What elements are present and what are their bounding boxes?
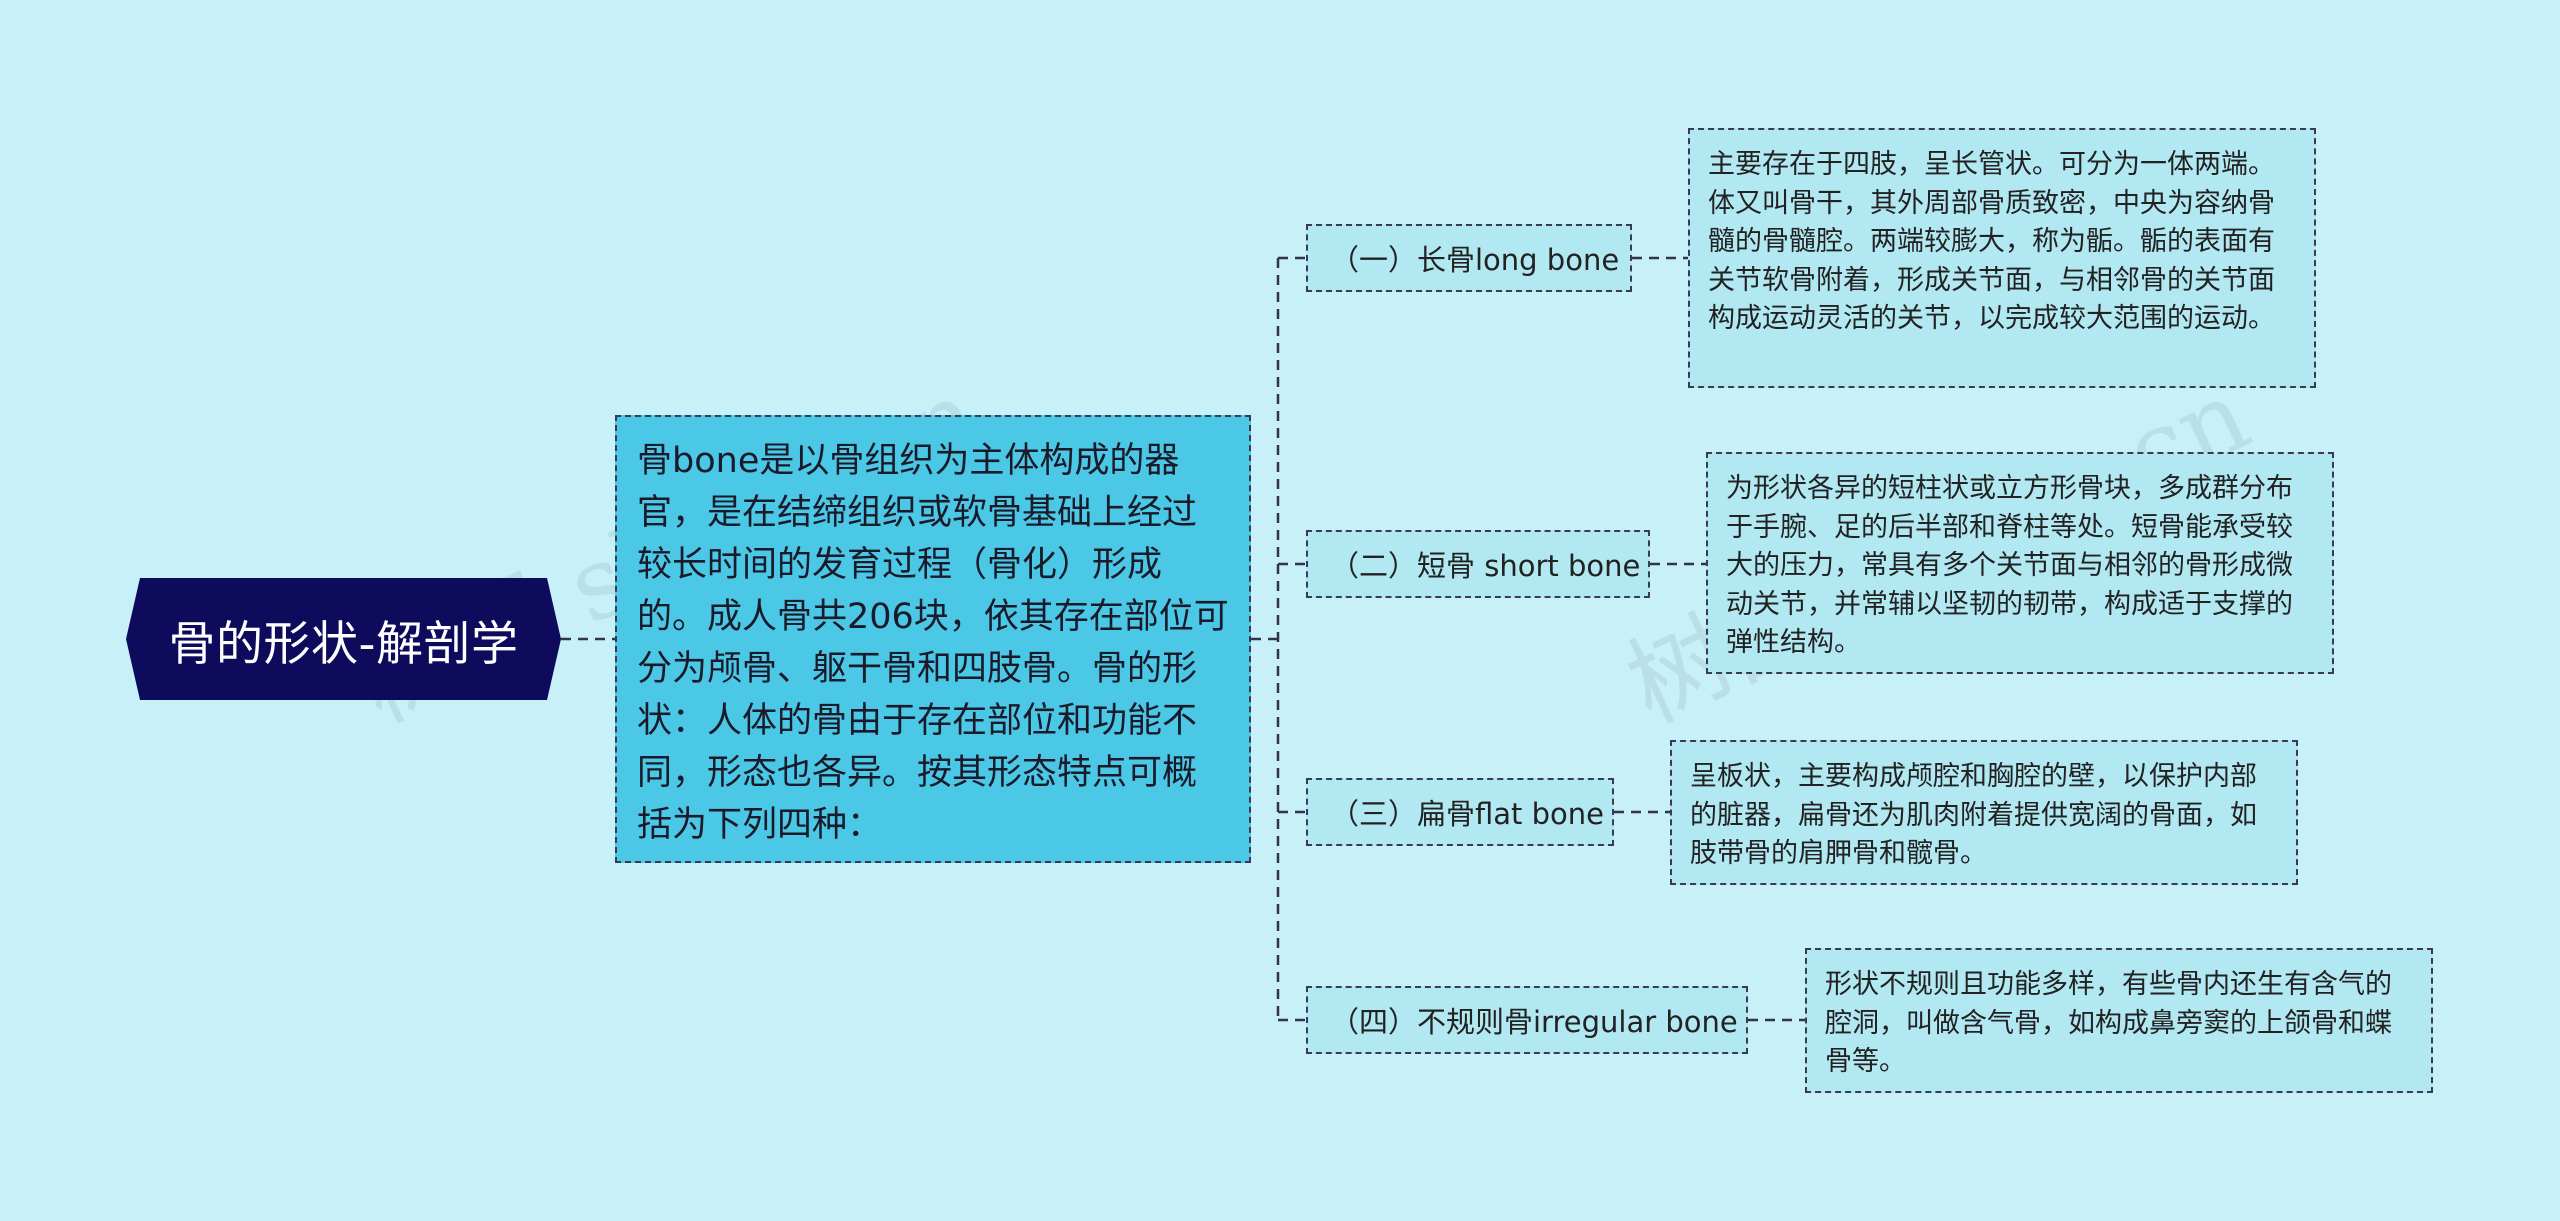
center-text: 骨bone是以骨组织为主体构成的器官，是在结缔组织或软骨基础上经过较长时间的发育… bbox=[637, 441, 1229, 845]
center-topic[interactable]: 骨bone是以骨组织为主体构成的器官，是在结缔组织或软骨基础上经过较长时间的发育… bbox=[615, 415, 1251, 863]
detail-short-bone[interactable]: 为形状各异的短柱状或立方形骨块，多成群分布于手腕、足的后半部和脊柱等处。短骨能承… bbox=[1706, 452, 2334, 674]
detail-irregular-bone[interactable]: 形状不规则且功能多样，有些骨内还生有含气的腔洞，叫做含气骨，如构成鼻旁窦的上颌骨… bbox=[1805, 948, 2433, 1093]
root-label: 骨的形状-解剖学 bbox=[168, 616, 519, 672]
branch-label: （一）长骨long bone bbox=[1330, 243, 1620, 277]
root-node[interactable]: 骨的形状-解剖学 bbox=[126, 578, 561, 700]
detail-long-bone[interactable]: 主要存在于四肢，呈长管状。可分为一体两端。体又叫骨干，其外周部骨质致密，中央为容… bbox=[1688, 128, 2316, 388]
detail-text: 为形状各异的短柱状或立方形骨块，多成群分布于手腕、足的后半部和脊柱等处。短骨能承… bbox=[1726, 473, 2293, 658]
detail-flat-bone[interactable]: 呈板状，主要构成颅腔和胸腔的壁，以保护内部的脏器，扁骨还为肌肉附着提供宽阔的骨面… bbox=[1670, 740, 2298, 885]
detail-text: 主要存在于四肢，呈长管状。可分为一体两端。体又叫骨干，其外周部骨质致密，中央为容… bbox=[1708, 149, 2275, 334]
detail-text: 呈板状，主要构成颅腔和胸腔的壁，以保护内部的脏器，扁骨还为肌肉附着提供宽阔的骨面… bbox=[1690, 761, 2257, 869]
branch-label: （四）不规则骨irregular bone bbox=[1330, 1005, 1738, 1039]
branch-irregular-bone[interactable]: （四）不规则骨irregular bone bbox=[1306, 986, 1748, 1054]
branch-label: （二）短骨 short bone bbox=[1330, 549, 1641, 583]
branch-long-bone[interactable]: （一）长骨long bone bbox=[1306, 224, 1632, 292]
branch-label: （三）扁骨flat bone bbox=[1330, 797, 1604, 831]
detail-text: 形状不规则且功能多样，有些骨内还生有含气的腔洞，叫做含气骨，如构成鼻旁窦的上颌骨… bbox=[1825, 969, 2392, 1077]
branch-short-bone[interactable]: （二）短骨 short bone bbox=[1306, 530, 1650, 598]
branch-flat-bone[interactable]: （三）扁骨flat bone bbox=[1306, 778, 1614, 846]
